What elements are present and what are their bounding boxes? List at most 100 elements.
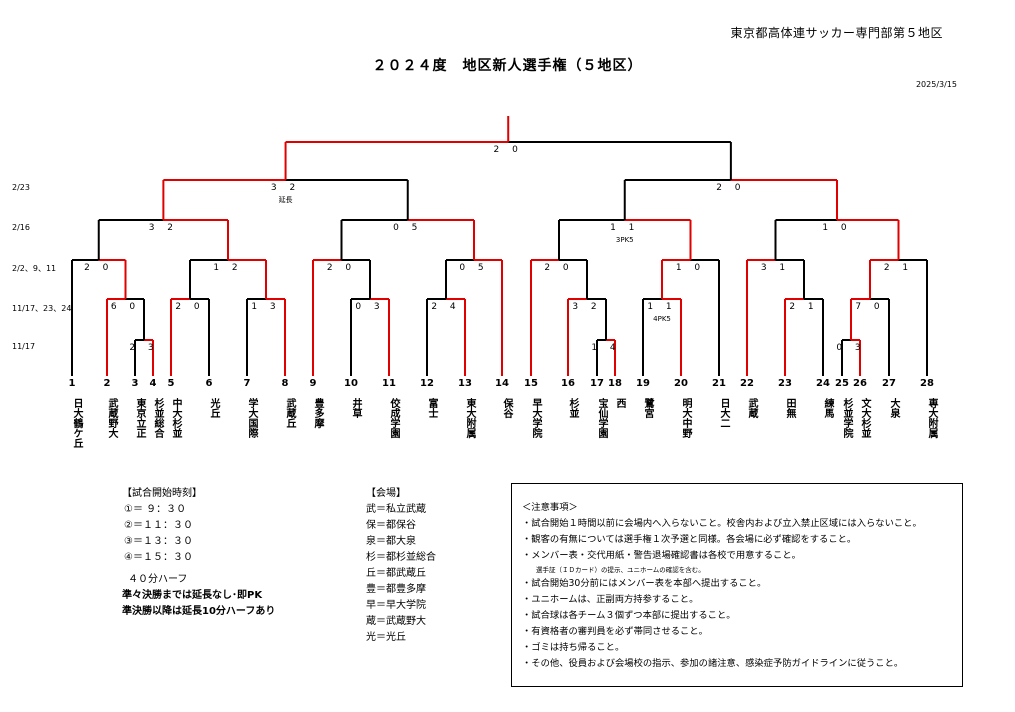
note-item: 選手証（ＩＤカード）の提示、ユニホームの確認を含む。	[536, 566, 705, 574]
team-number: 23	[778, 378, 792, 389]
venues: 【会場】 武＝私立武蔵 保＝都保谷 泉＝都大泉 杉＝都杉並総合 丘＝都武蔵丘 豊…	[366, 486, 436, 646]
team-name: 武蔵	[746, 398, 757, 418]
match-score: 3 1	[761, 263, 790, 273]
match-note: 3PK5	[616, 236, 634, 244]
team-name: 光丘	[208, 398, 219, 418]
team-name: 鷺宮	[642, 398, 653, 418]
team-number: 25	[835, 378, 849, 389]
team-number: 16	[561, 378, 575, 389]
team-name: 田無	[784, 398, 795, 418]
venue-item: 蔵＝武蔵野大	[366, 616, 426, 627]
team-number: 2	[103, 378, 111, 389]
rule-text: 準々決勝までは延長なし･即PK	[122, 590, 263, 601]
team-number: 4	[149, 378, 157, 389]
team-number: 17	[590, 378, 604, 389]
note-item: ・試合開始１時間以前に会場内へ入らないこと。校舎内および立入禁止区域には入らない…	[522, 518, 922, 529]
team-number: 13	[458, 378, 472, 389]
team-name: 日大二	[718, 398, 729, 428]
note-item: ・試合球は各チーム３個ずつ本部に提出すること。	[522, 610, 736, 621]
team-number: 19	[636, 378, 650, 389]
team-name: 大泉	[888, 398, 899, 418]
times-header: 【試合開始時刻】	[122, 488, 202, 499]
note-item: ・有資格者の審判員を必ず帯同させること。	[522, 626, 708, 637]
round-label: 11/17、23、24	[12, 304, 72, 313]
match-score: 0 5	[393, 223, 422, 233]
match-score: 2 0	[327, 263, 356, 273]
match-score: 2 0	[84, 263, 113, 273]
team-name: 杉並学院	[841, 398, 852, 438]
team-name: 東京立正	[134, 398, 145, 438]
match-score: 2 0	[716, 183, 745, 193]
team-name: 杉並	[567, 398, 578, 418]
match-score: 3 2	[271, 183, 300, 193]
match-score: 1 3	[251, 302, 280, 312]
team-name: 学大国際	[246, 398, 257, 438]
match-note: 4PK5	[653, 315, 671, 323]
match-score: 1 1	[610, 223, 639, 233]
match-score: 0 5	[459, 263, 488, 273]
team-name: 専大附属	[926, 398, 937, 438]
team-name: 武蔵丘	[284, 398, 295, 428]
team-name: 武蔵野大	[106, 398, 117, 438]
team-name: 井草	[350, 398, 361, 418]
match-score: 6 0	[111, 302, 140, 312]
venue-item: 光＝光丘	[366, 632, 406, 643]
team-number: 21	[712, 378, 726, 389]
round-label: 2/23	[12, 183, 30, 192]
team-number: 14	[495, 378, 509, 389]
venues-header: 【会場】	[366, 488, 406, 499]
match-score: 2 1	[884, 263, 913, 273]
match-score: 2 0	[175, 302, 204, 312]
time-item: ④＝１５：３０	[124, 552, 193, 563]
team-name: 保谷	[501, 398, 512, 418]
match-score: 7 0	[855, 302, 884, 312]
match-score: 1 0	[676, 263, 705, 273]
match-score: 1 0	[822, 223, 851, 233]
team-number: 6	[205, 378, 213, 389]
team-name: 豊多摩	[312, 398, 323, 428]
team-number: 15	[524, 378, 538, 389]
venue-item: 泉＝都大泉	[366, 536, 416, 547]
note-item: ・ゴミは持ち帰ること。	[522, 642, 625, 653]
team-name: 杉並総合	[152, 398, 163, 438]
match-score: 2 0	[544, 263, 573, 273]
note-item: ・その他、役員および会場校の指示、参加の諸注意、感染症予防ガイドラインに従うこと…	[522, 658, 904, 669]
team-number: 7	[243, 378, 251, 389]
team-number: 18	[608, 378, 622, 389]
match-score: 2 3	[129, 343, 158, 353]
team-number: 1	[68, 378, 76, 389]
team-number: 28	[920, 378, 934, 389]
match-score: 2 4	[431, 302, 460, 312]
time-item: ③＝１３：３０	[124, 536, 193, 547]
team-name: 早大学院	[530, 398, 541, 438]
time-item: ②＝１１：３０	[124, 520, 193, 531]
round-label: 11/17	[12, 342, 36, 351]
match-note: 延長	[279, 195, 293, 204]
team-number: 11	[382, 378, 396, 389]
note-item: ・メンバー表・交代用紙・警告退場確認書は各校で用意すること。	[522, 550, 801, 561]
team-name: 文大杉並	[859, 398, 870, 438]
notes-box: ＜注意事項＞ ・試合開始１時間以前に会場内へ入らないこと。校舎内および立入禁止区…	[511, 483, 963, 687]
team-name: 富士	[426, 398, 437, 418]
notes-header: ＜注意事項＞	[522, 502, 578, 513]
note-item: ・ユニホームは、正副両方持参すること。	[522, 594, 699, 605]
venue-item: 保＝都保谷	[366, 520, 416, 531]
team-name: 日大鶴ケ丘	[71, 398, 82, 448]
match-score: 2 1	[789, 302, 818, 312]
venue-item: 豊＝都豊多摩	[366, 584, 426, 595]
team-number: 22	[740, 378, 754, 389]
team-name: 練馬	[822, 398, 833, 418]
half-length: ４０分ハーフ	[128, 574, 188, 585]
match-score: 0 3	[836, 343, 865, 353]
match-score: 3 2	[572, 302, 601, 312]
rule-text: 準決勝以降は延長10分ハーフあり	[122, 606, 276, 617]
team-number: 5	[167, 378, 175, 389]
match-score: 1 2	[213, 263, 242, 273]
round-label: 2/16	[12, 223, 30, 232]
match-score: 1 1	[647, 302, 676, 312]
venue-item: 武＝私立武蔵	[366, 504, 426, 515]
page-title: ２０２４度 地区新人選手権（５地区）	[372, 58, 643, 74]
team-number: 9	[309, 378, 317, 389]
note-item: ・試合開始30分前にはメンバー表を本部へ提出すること。	[522, 578, 767, 589]
